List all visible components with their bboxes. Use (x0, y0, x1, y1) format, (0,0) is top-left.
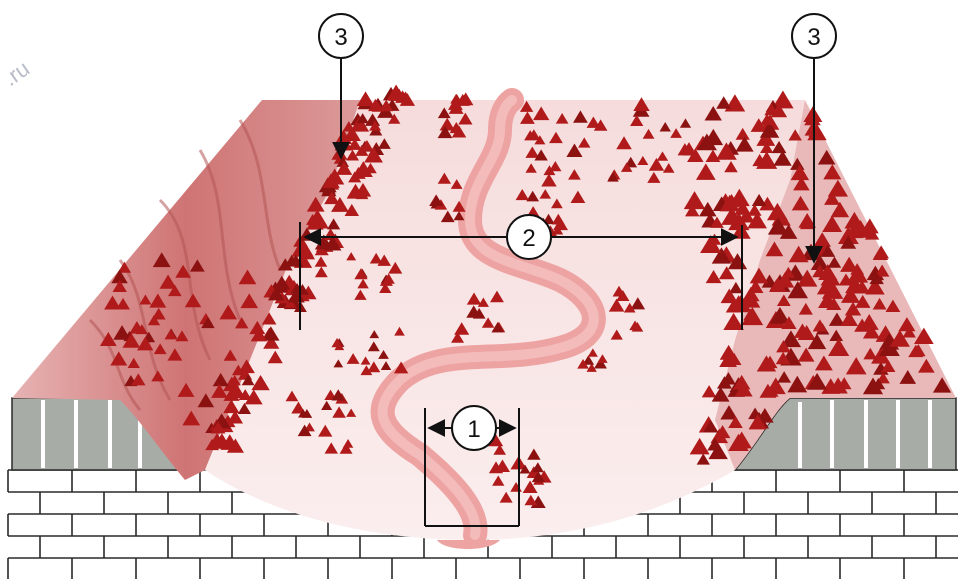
callout-2-label: 2 (522, 225, 535, 252)
callout-3-right-label: 3 (807, 24, 820, 51)
tree-icon (357, 91, 375, 106)
watermark-text: .ru (0, 56, 34, 91)
callout-3-right: 3 (792, 14, 836, 58)
callout-3-left-label: 3 (334, 24, 347, 51)
callout-2: 2 (507, 215, 551, 259)
callout-1: 1 (452, 406, 496, 450)
callout-3-left: 3 (319, 14, 363, 58)
callout-1-label: 1 (467, 416, 480, 443)
